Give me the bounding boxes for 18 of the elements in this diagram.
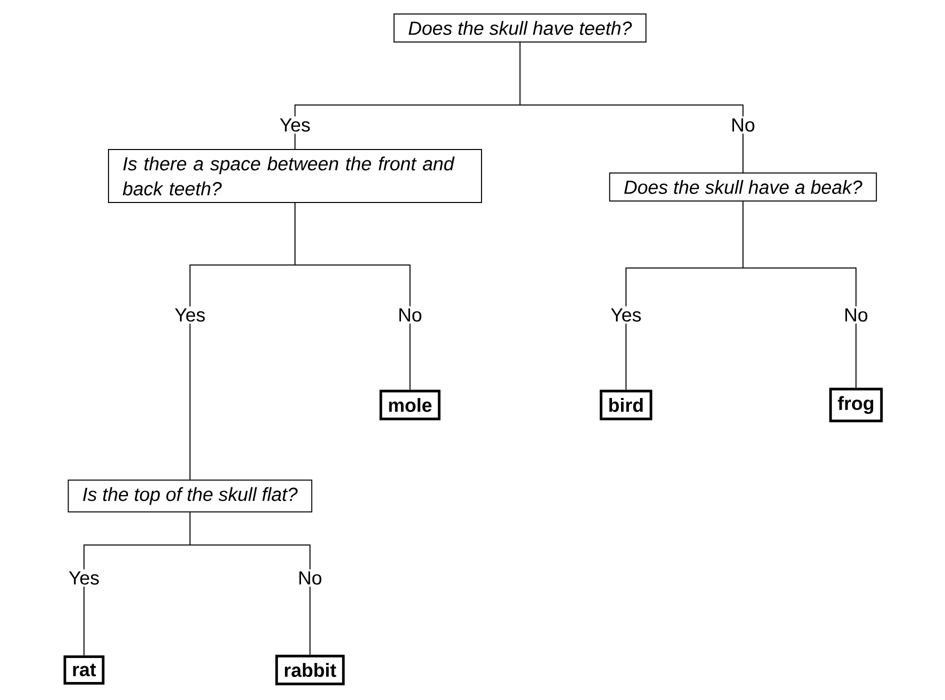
edge-label: No: [842, 306, 870, 324]
connector: [190, 512, 310, 656]
answer-box: rat: [64, 655, 104, 685]
question-box: Is the top of the skull flat?: [68, 480, 312, 512]
question-box: Does the skull have a beak?: [609, 172, 877, 202]
answer-box: bird: [600, 390, 652, 420]
question-box: Is there a space between the front and back teeth?: [108, 149, 482, 203]
edge-label: No: [296, 569, 324, 587]
edge-label: No: [728, 116, 758, 134]
answer-box: frog: [829, 388, 883, 422]
edge-label: Yes: [278, 116, 312, 134]
edge-label: Yes: [608, 306, 644, 324]
edge-label: No: [396, 306, 424, 324]
answer-box: mole: [380, 390, 440, 420]
edge-label: Yes: [66, 569, 102, 587]
edge-label: Yes: [172, 306, 208, 324]
answer-box: rabbit: [275, 654, 345, 686]
question-box: Does the skull have teeth?: [394, 14, 646, 42]
